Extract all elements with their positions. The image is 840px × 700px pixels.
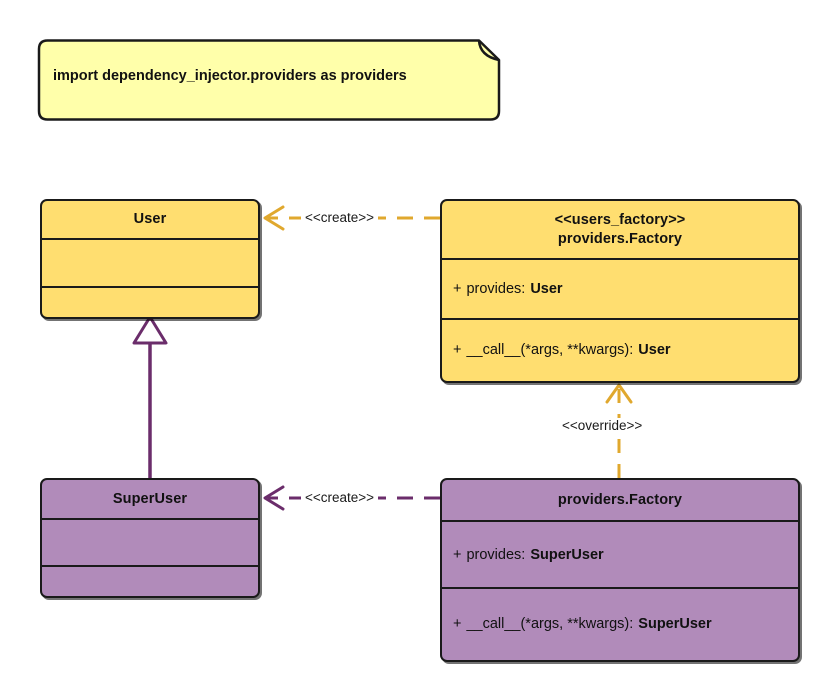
class-methods-superuser xyxy=(42,565,258,596)
class-header-superuser: SuperUser xyxy=(42,480,258,518)
class-box-users-factory[interactable]: <<users_factory>> providers.Factory + pr… xyxy=(440,199,800,383)
relation-generalization xyxy=(132,315,168,478)
class-method-row: + __call__(*args, **kwargs): SuperUser xyxy=(442,587,798,659)
class-box-superuser[interactable]: SuperUser xyxy=(40,478,260,598)
method-label: __call__(*args, **kwargs): xyxy=(466,342,634,358)
class-name-superuser: SuperUser xyxy=(112,490,188,507)
class-attribute-row: + provides: User xyxy=(442,258,798,318)
class-attributes-superuser xyxy=(42,518,258,565)
class-name-user: User xyxy=(133,211,167,228)
class-name-users-factory: providers.Factory xyxy=(557,230,683,247)
class-header-user: User xyxy=(42,201,258,238)
class-box-providers-factory[interactable]: providers.Factory + provides: SuperUser … xyxy=(440,478,800,662)
method-type: SuperUser xyxy=(638,616,712,632)
method-visibility: + xyxy=(453,342,462,358)
relation-label-create-user: <<create>> xyxy=(301,210,379,225)
class-methods-user xyxy=(42,286,258,317)
class-attribute-row: + provides: SuperUser xyxy=(442,520,798,587)
method-label: __call__(*args, **kwargs): xyxy=(466,616,634,632)
attribute-label: provides: xyxy=(466,281,526,297)
attribute-label: provides: xyxy=(466,546,526,563)
class-method-row: + __call__(*args, **kwargs): User xyxy=(442,318,798,380)
method-visibility: + xyxy=(453,616,462,632)
relation-label-create-superuser: <<create>> xyxy=(301,490,379,505)
attribute-visibility: + xyxy=(453,281,462,297)
note-text: import dependency_injector.providers as … xyxy=(53,68,407,84)
relation-override xyxy=(605,383,633,478)
note-shape xyxy=(37,39,501,121)
class-header-providers-factory: providers.Factory xyxy=(442,480,798,520)
attribute-type: User xyxy=(530,281,563,297)
class-attributes-user xyxy=(42,238,258,286)
attribute-type: SuperUser xyxy=(530,546,604,563)
class-box-user[interactable]: User xyxy=(40,199,260,319)
import-note: import dependency_injector.providers as … xyxy=(36,38,502,122)
relation-label-override: <<override>> xyxy=(558,418,647,433)
class-name-providers-factory: providers.Factory xyxy=(557,491,683,508)
attribute-visibility: + xyxy=(453,546,462,563)
class-header-users-factory: <<users_factory>> providers.Factory xyxy=(442,201,798,258)
class-stereotype-users-factory: <<users_factory>> xyxy=(554,211,686,228)
method-type: User xyxy=(638,342,671,358)
